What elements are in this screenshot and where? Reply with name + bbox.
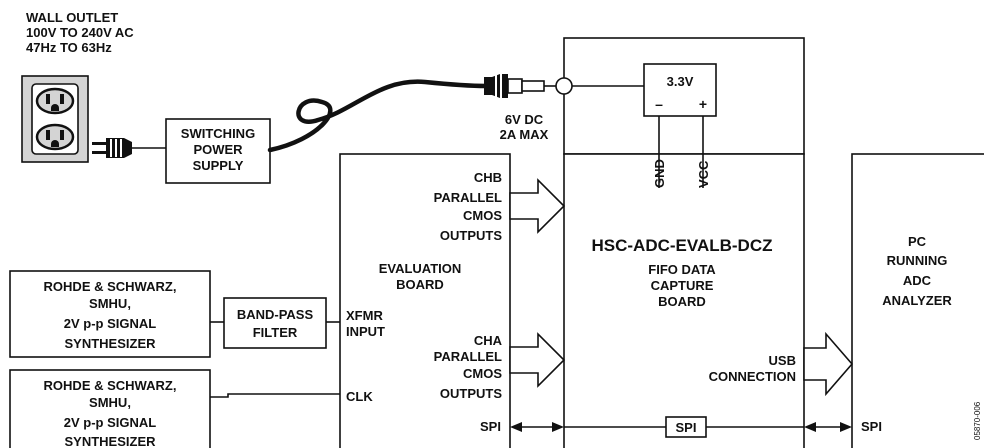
capture-board-sub-line2: CAPTURE [651,278,714,293]
regulator-plus: + [699,96,707,112]
regulator-minus: – [655,96,663,112]
wall-outlet-label: WALL OUTLET 100V TO 240V AC 47Hz TO 63Hz [26,10,134,55]
capture-board-sub-line1: FIFO DATA [648,262,716,277]
evaluation-board-box [339,153,511,448]
capture-spi-label: SPI [676,420,697,435]
pc-spi-label: SPI [861,419,882,434]
usb-label-line2: CONNECTION [709,369,796,384]
wall-outlet-line3: 47Hz TO 63Hz [26,40,112,55]
bpf-line1: BAND-PASS [237,307,314,322]
gen1-line3: 2V p-p SIGNAL [64,316,157,331]
power-jack-icon [555,77,573,95]
gen1-line4: SYNTHESIZER [64,336,156,351]
switching-power-supply-box: SWITCHING POWER SUPPLY [165,118,271,184]
cha-label-line2: PARALLEL [434,349,502,364]
psu-line2: POWER [193,142,243,157]
cha-data-arrow [509,332,566,388]
dc-rating-label: 6V DC 2A MAX [500,112,549,142]
outlet-socket-lower-icon [35,123,75,151]
signal-generator-1-box: ROHDE & SCHWARZ, SMHU, 2V p-p SIGNAL SYN… [9,270,211,358]
psu-line1: SWITCHING [181,126,255,141]
pc-line2: RUNNING [887,253,948,268]
regulator-voltage: 3.3V [667,74,694,89]
dc-current-text: 2A MAX [500,127,549,142]
gnd-label: GND [652,159,667,188]
regulator-box: 3.3V – + [643,63,717,117]
spi-bus-eval-capture [510,422,564,432]
chb-data-arrow [509,178,566,234]
cha-label-line4: OUTPUTS [440,386,502,401]
clk-label: CLK [346,389,373,404]
gen1-line2: SMHU, [89,296,131,311]
wall-outlet-line2: 100V TO 240V AC [26,25,134,40]
outlet-socket-upper-icon [35,87,75,115]
eval-spi-label: SPI [480,419,501,434]
bpf-line2: FILTER [253,325,298,340]
pc-line3: ADC [903,273,932,288]
cha-label-line3: CMOS [463,366,502,381]
signal-generator-2-box: ROHDE & SCHWARZ, SMHU, 2V p-p SIGNAL SYN… [9,369,211,448]
pc-line1: PC [908,234,927,249]
chb-label-line2: PARALLEL [434,190,502,205]
dc-power-cable [267,79,489,153]
psu-line3: SUPPLY [193,158,244,173]
ac-plug-icon [92,138,166,158]
gen2-line4: SYNTHESIZER [64,434,156,448]
cha-label-line1: CHA [474,333,503,348]
chb-label-line4: OUTPUTS [440,228,502,243]
dc-plug-icon [484,74,556,98]
band-pass-filter-box: BAND-PASS FILTER [223,297,327,349]
wall-outlet-icon [21,75,89,163]
capture-board-title: HSC-ADC-EVALB-DCZ [592,236,773,255]
gen2-line2: SMHU, [89,395,131,410]
gen2-line1: ROHDE & SCHWARZ, [44,378,177,393]
figure-id: 05870-006 [973,401,982,440]
gen2-line3: 2V p-p SIGNAL [64,415,157,430]
pc-box [851,153,984,448]
wall-outlet-line1: WALL OUTLET [26,10,118,25]
xfmr-input-line2: INPUT [346,324,385,339]
chb-label-line3: CMOS [463,208,502,223]
usb-label-line1: USB [769,353,796,368]
usb-connection-arrow [803,331,854,397]
chb-label-line1: CHB [474,170,502,185]
dc-voltage-text: 6V DC [505,112,544,127]
eval-board-title-line2: BOARD [396,277,444,292]
spi-bus-capture-pc [804,422,852,432]
capture-board-sub-line3: BOARD [658,294,706,309]
xfmr-input-line1: XFMR [346,308,383,323]
capture-board-box [563,153,805,448]
gen1-line1: ROHDE & SCHWARZ, [44,279,177,294]
vcc-label: VCC [696,160,711,188]
eval-board-title-line1: EVALUATION [379,261,462,276]
spi-internal-box: SPI [564,416,804,438]
pc-line4: ANALYZER [882,293,952,308]
